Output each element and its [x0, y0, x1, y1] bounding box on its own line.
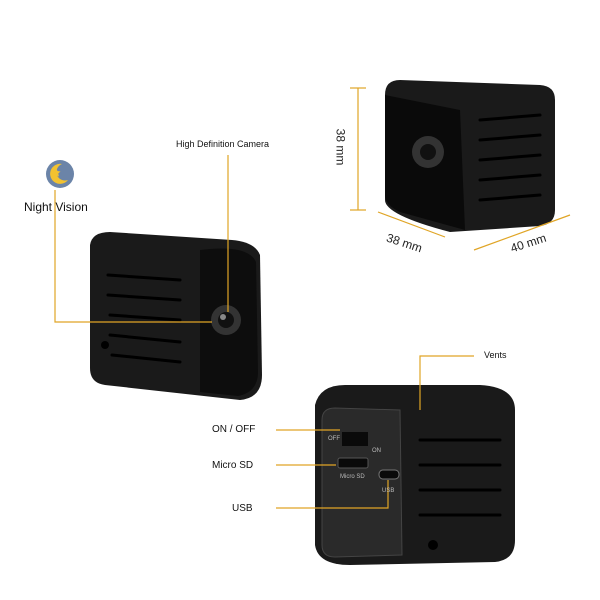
callout-lines [54, 87, 571, 509]
off-marking: OFF [328, 436, 340, 442]
micro-sd-label: Micro SD [212, 460, 254, 471]
night-vision-icon [46, 160, 74, 188]
night-vision-label: Night Vision [24, 200, 88, 214]
vents-label: Vents [484, 350, 507, 360]
height-dimension: 38 mm [333, 128, 348, 166]
on-off-label: ON / OFF [212, 424, 256, 435]
hd-camera-label: High Definition Camera [176, 139, 270, 149]
camera-dimension-view [385, 80, 555, 232]
sd-marking: Micro SD [340, 474, 365, 480]
camera-back-view [315, 385, 515, 565]
usb-marking: USB [382, 488, 394, 494]
camera-front-view [90, 232, 262, 400]
on-marking: ON [372, 448, 381, 454]
usb-label: USB [232, 503, 253, 514]
